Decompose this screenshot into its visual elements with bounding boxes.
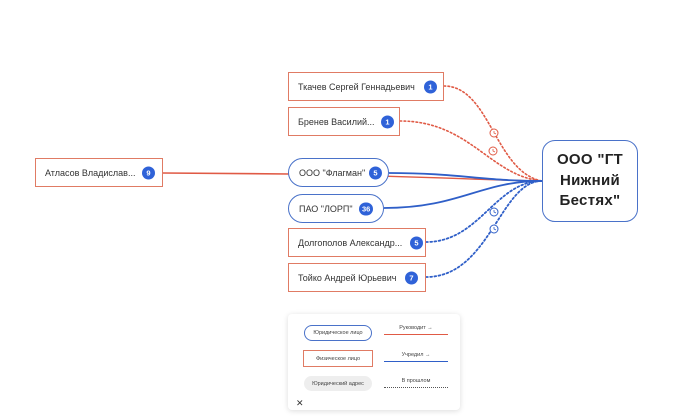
legend-past: В прошлом bbox=[384, 378, 448, 388]
node-flagman[interactable]: ООО "Флагман" 5 bbox=[288, 158, 389, 187]
legend-address: Юридический адрес bbox=[304, 376, 372, 391]
legend-person: Физическое лицо bbox=[303, 350, 373, 367]
node-toyko[interactable]: Тойко Андрей Юрьевич 7 bbox=[288, 263, 426, 292]
edge-flagman-target bbox=[388, 172, 543, 182]
node-label: Атласов Владислав... bbox=[45, 167, 136, 178]
legend-company: Юридическое лицо bbox=[304, 325, 372, 341]
node-lorp[interactable]: ПАО "ЛОРП" 36 bbox=[288, 194, 384, 223]
node-target-company[interactable]: ООО "ГТ Нижний Бестях" bbox=[542, 140, 638, 222]
node-count-badge: 5 bbox=[410, 236, 423, 249]
node-count-badge: 5 bbox=[369, 166, 382, 179]
edge-toyko-past bbox=[425, 180, 543, 278]
edge-dolgopolov-past bbox=[425, 180, 543, 243]
target-label: ООО "ГТ Нижний Бестях" bbox=[556, 150, 624, 210]
node-label: ООО "Флагман" bbox=[299, 167, 366, 178]
edge-atlasov-flagman bbox=[161, 172, 290, 175]
node-count-badge: 7 bbox=[405, 271, 418, 284]
node-label: Ткачев Сергей Геннадьевич bbox=[298, 81, 415, 92]
legend-panel: Юридическое лицо Физическое лицо Юридиче… bbox=[288, 314, 460, 410]
legend-founded-label: Учредил → bbox=[401, 352, 431, 358]
close-icon[interactable]: ✕ bbox=[296, 398, 304, 408]
clock-icon bbox=[489, 128, 499, 138]
node-tkachev[interactable]: Ткачев Сергей Геннадьевич 1 bbox=[288, 72, 444, 101]
clock-icon bbox=[489, 207, 499, 217]
legend-company-label: Юридическое лицо bbox=[313, 330, 363, 336]
node-label: ПАО "ЛОРП" bbox=[299, 203, 353, 214]
node-count-badge: 1 bbox=[424, 80, 437, 93]
legend-address-label: Юридический адрес bbox=[312, 380, 364, 387]
node-count-badge: 1 bbox=[381, 115, 394, 128]
edge-brenev-past bbox=[399, 120, 543, 182]
node-label: Бренев Василий... bbox=[298, 116, 375, 127]
node-dolgopolov[interactable]: Долгополов Александр... 5 bbox=[288, 228, 426, 257]
node-count-badge: 9 bbox=[142, 166, 155, 179]
node-label: Долгополов Александр... bbox=[298, 237, 403, 248]
node-brenev[interactable]: Бренев Василий... 1 bbox=[288, 107, 400, 136]
node-count-badge: 36 bbox=[359, 202, 374, 215]
legend-manages-label: Руководит → bbox=[399, 325, 433, 331]
clock-icon bbox=[488, 146, 498, 156]
edge-lorp-target bbox=[383, 180, 543, 209]
clock-icon bbox=[489, 224, 499, 234]
legend-manages: Руководит → bbox=[384, 325, 448, 335]
node-label: Тойко Андрей Юрьевич bbox=[298, 272, 397, 283]
legend-founded: Учредил → bbox=[384, 352, 448, 362]
node-atlasov[interactable]: Атласов Владислав... 9 bbox=[35, 158, 163, 187]
legend-person-label: Физическое лицо bbox=[315, 355, 361, 362]
legend-past-label: В прошлом bbox=[401, 378, 431, 384]
